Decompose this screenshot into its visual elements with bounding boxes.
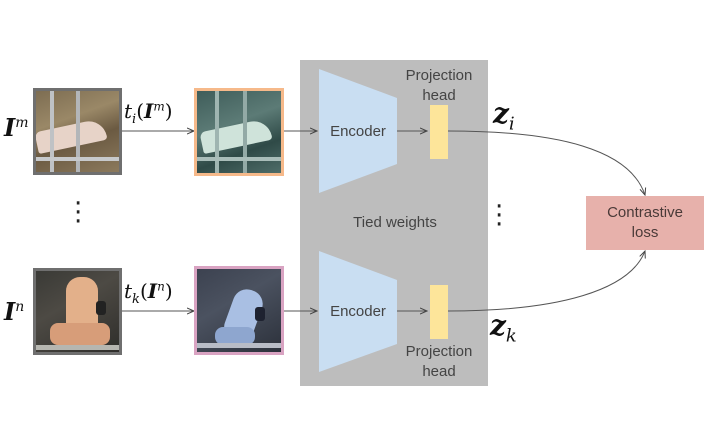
contrastive-loss-box: Contrastive loss [586,196,704,250]
augmented-image-bottom [194,266,284,355]
encoder-top-shape [319,69,397,193]
projection-head-bottom-label: Projection head [405,343,473,380]
encoder-bottom-label: Encoder [330,303,386,320]
tied-weights-label: Tied weights [353,214,437,231]
encoder-top-label: Encoder [330,123,386,140]
curve-zk-to-loss [447,251,645,312]
ellipsis-left: ··· [74,189,83,237]
augmented-image-top [194,88,284,176]
transform-k-label: tk(In) [124,279,173,307]
input-image-n [33,268,122,355]
input-n-label: In [4,297,25,326]
ellipsis-right: ··· [495,192,504,240]
projection-head-top-label: Projection head [405,67,473,104]
z-i-label: zi [493,97,515,135]
projection-head-bottom [430,285,448,339]
z-k-label: zk [490,309,517,347]
encoder-bottom-shape [319,251,397,372]
curve-zi-to-loss [447,130,645,195]
transform-i-label: ti(Im) [124,99,173,127]
projection-head-top [430,105,448,159]
contrastive-loss-label: Contrastive loss [607,204,683,241]
input-image-m [33,88,122,175]
input-m-label: Im [4,113,29,142]
